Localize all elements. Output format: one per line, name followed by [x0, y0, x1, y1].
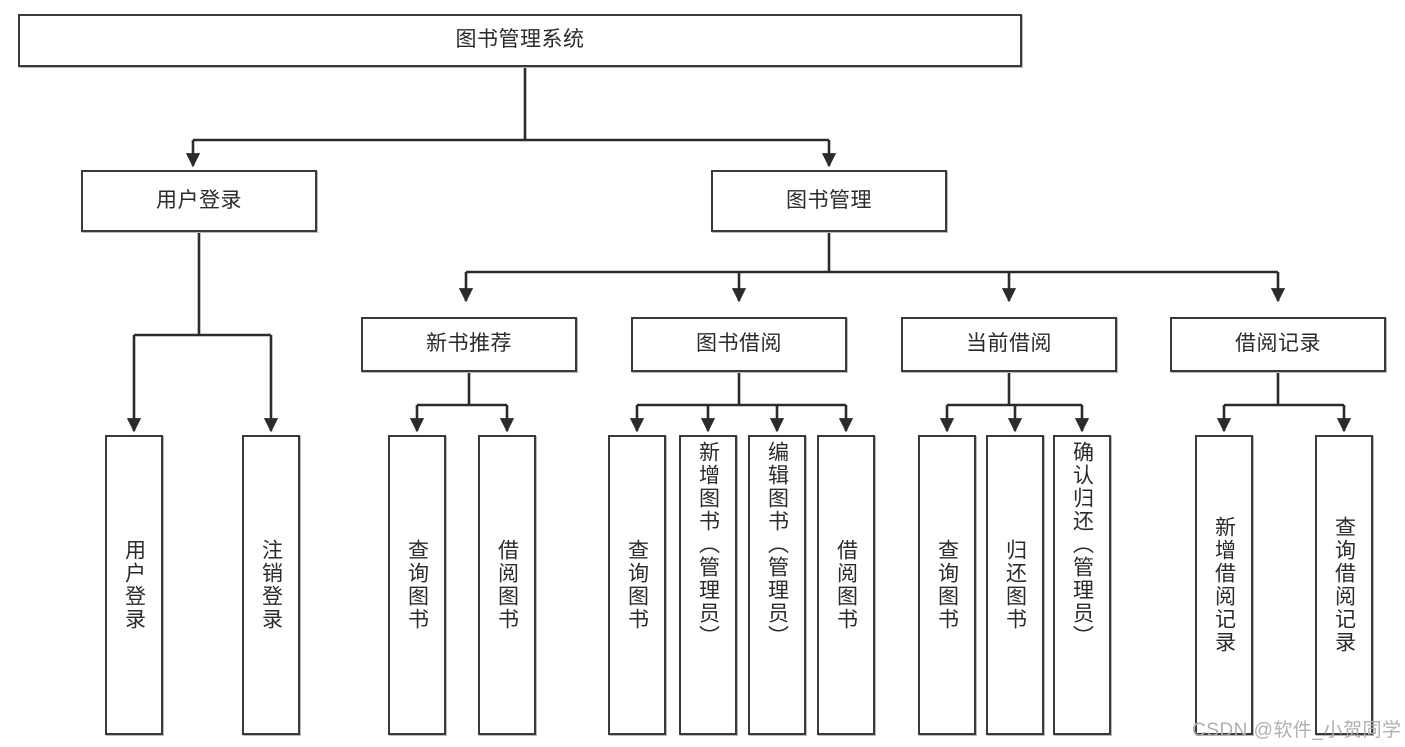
leaf-borrowrecord-add-record-label: 新增借阅记录	[1212, 516, 1236, 654]
leaf-currentborrow-query-book[interactable]: 查询图书	[918, 435, 976, 735]
node-book-borrow-label: 图书借阅	[696, 332, 782, 356]
leaf-newbook-query-book-label: 查询图书	[405, 539, 429, 631]
leaf-newbook-borrow-book[interactable]: 借阅图书	[478, 435, 536, 735]
watermark: CSDN @软件_小贺同学	[1192, 720, 1402, 741]
leaf-newbook-borrow-book-label: 借阅图书	[495, 539, 519, 631]
node-borrow-record[interactable]: 借阅记录	[1170, 317, 1386, 372]
leaf-bookborrow-add-book-label: 新增图书（管理员）	[696, 441, 720, 648]
node-book-manage-label: 图书管理	[786, 188, 872, 212]
node-current-borrow[interactable]: 当前借阅	[901, 317, 1117, 372]
leaf-currentborrow-confirm-return-label: 确认归还（管理员）	[1070, 441, 1094, 648]
leaf-currentborrow-confirm-return[interactable]: 确认归还（管理员）	[1053, 435, 1111, 735]
leaf-borrowrecord-query-record[interactable]: 查询借阅记录	[1315, 435, 1373, 735]
leaf-borrowrecord-query-record-label: 查询借阅记录	[1332, 516, 1356, 654]
node-root-label: 图书管理系统	[455, 28, 585, 52]
leaf-currentborrow-return-book-label: 归还图书	[1003, 539, 1027, 631]
leaf-bookborrow-edit-book[interactable]: 编辑图书（管理员）	[748, 435, 806, 735]
node-book-manage[interactable]: 图书管理	[711, 170, 947, 232]
leaf-bookborrow-query-book-label: 查询图书	[625, 539, 649, 631]
node-current-borrow-label: 当前借阅	[966, 332, 1052, 356]
leaf-bookborrow-query-book[interactable]: 查询图书	[608, 435, 666, 735]
leaf-currentborrow-return-book[interactable]: 归还图书	[986, 435, 1044, 735]
node-new-book-recommend-label: 新书推荐	[426, 332, 512, 356]
leaf-logout[interactable]: 注销登录	[242, 435, 300, 735]
leaf-logout-label: 注销登录	[259, 539, 283, 631]
node-root[interactable]: 图书管理系统	[18, 14, 1022, 67]
leaf-bookborrow-borrow-book-label: 借阅图书	[834, 539, 858, 631]
leaf-user-login-label: 用户登录	[122, 539, 146, 631]
node-borrow-record-label: 借阅记录	[1235, 332, 1321, 356]
node-book-borrow[interactable]: 图书借阅	[631, 317, 847, 372]
leaf-newbook-query-book[interactable]: 查询图书	[388, 435, 446, 735]
leaf-bookborrow-add-book[interactable]: 新增图书（管理员）	[679, 435, 737, 735]
node-user-login[interactable]: 用户登录	[81, 170, 317, 232]
leaf-bookborrow-edit-book-label: 编辑图书（管理员）	[765, 441, 789, 648]
node-user-login-label: 用户登录	[156, 188, 242, 212]
leaf-borrowrecord-add-record[interactable]: 新增借阅记录	[1195, 435, 1253, 735]
leaf-currentborrow-query-book-label: 查询图书	[935, 539, 959, 631]
leaf-user-login[interactable]: 用户登录	[105, 435, 163, 735]
node-new-book-recommend[interactable]: 新书推荐	[361, 317, 577, 372]
leaf-bookborrow-borrow-book[interactable]: 借阅图书	[817, 435, 875, 735]
